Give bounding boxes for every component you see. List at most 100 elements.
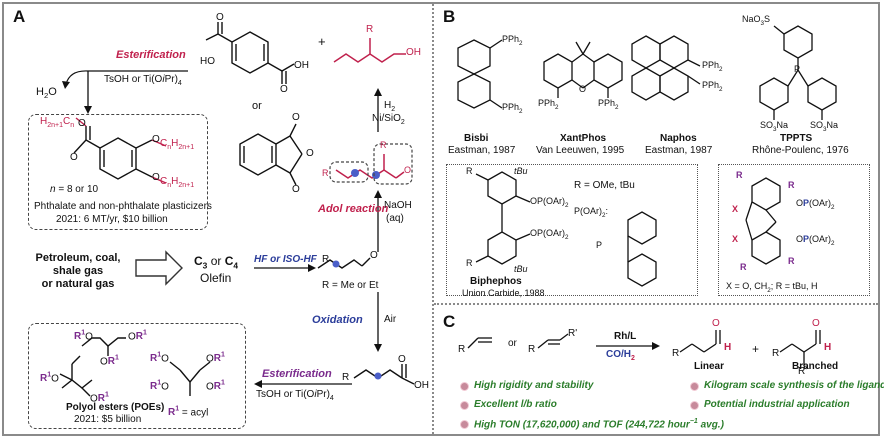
- branched-o: O: [812, 318, 820, 329]
- poe-r1-o-5: OR1: [90, 392, 109, 405]
- poe-market: 2021: $5 billion: [74, 414, 142, 425]
- biphephos-p-atom: P: [596, 240, 603, 250]
- aq-label: (aq): [386, 213, 404, 224]
- plasticizer-title: Phthalate and non-phthalate plasticizers: [34, 201, 212, 212]
- bullet-rigidity: High rigidity and stability: [474, 380, 594, 391]
- aldol-r-left: R: [322, 168, 329, 178]
- substrate-r-2: R: [528, 344, 536, 355]
- naoh-label: NaOH: [384, 200, 412, 211]
- poe-r1-o-2: OR1: [128, 330, 147, 343]
- ligand-name-naphos: Naphos: [660, 133, 697, 144]
- spiro-x-bottom: X: [732, 234, 739, 244]
- bullet-kilogram: Kilogram scale synthesis of the ligand: [704, 380, 884, 391]
- esterification-bottom-label: Esterification: [262, 368, 332, 380]
- branched-h: H: [824, 342, 832, 353]
- bullet-dot-1: [460, 382, 469, 391]
- plus-label: +: [318, 34, 326, 49]
- poe-box: [28, 323, 246, 429]
- poe-r1-o-9: OR1: [206, 380, 225, 393]
- tppts-naso3: NaO3S: [742, 14, 771, 27]
- r-definition: R = Me or Et: [322, 280, 379, 291]
- spiro-ligand-box: [718, 164, 870, 296]
- ester-o-2: O: [70, 152, 78, 163]
- or-label-c: or: [508, 338, 517, 349]
- substrate-r-1: R: [458, 344, 466, 355]
- bisbi-pph2-top: PPh2: [502, 34, 523, 47]
- ligand-name-xantphos: XantPhos: [560, 133, 607, 144]
- bisbi-pph2-bottom: PPh2: [502, 102, 523, 115]
- biphephos-name: Biphephos: [470, 276, 522, 287]
- plasticizer-market: 2021: 6 MT/yr, $10 billion: [56, 214, 168, 225]
- bullet-dot-3: [460, 420, 469, 429]
- ligand-credit-tppts: Rhône-Poulenc, 1976: [752, 145, 849, 156]
- branched-r: R: [772, 348, 780, 359]
- spiro-p-top: OP(OAr)2: [796, 198, 835, 211]
- poe-r1-o-7: OR1: [206, 352, 225, 365]
- linear-o: O: [712, 318, 720, 329]
- anhydride-o-bottom: O: [292, 184, 300, 195]
- biphephos-p-top: OP(OAr)2: [530, 196, 569, 209]
- feedstock-line-3: or natural gas: [41, 278, 115, 290]
- bullet-industrial: Potential industrial application: [704, 399, 850, 410]
- ligand-name-bisbi: Bisbi: [464, 133, 489, 144]
- linear-r: R: [672, 348, 680, 359]
- poe-r1-o-6: R1O: [150, 352, 169, 365]
- tppts-so3na-left: SO3Na: [760, 120, 789, 133]
- acid-oh: OH: [414, 380, 429, 391]
- poe-title: Polyol esters (POEs): [66, 402, 165, 413]
- panel-divider-vertical: [432, 4, 434, 434]
- biphephos-poar-def: P(OAr)2:: [574, 206, 609, 219]
- ester-o-1: O: [78, 118, 86, 129]
- anhydride-o-label: O: [306, 148, 314, 159]
- poe-r1-o-4: R1O: [40, 372, 59, 385]
- xantphos-pph2-left: PPh2: [538, 98, 559, 111]
- panel-c-letter: C: [443, 312, 456, 331]
- catalyst-bottom-label: TsOH or Ti(OiPr)4: [256, 389, 334, 402]
- ester-chain-bottom: CnH2n+1: [160, 176, 195, 189]
- catalyst-top-label: TsOH or Ti(OiPr)4: [104, 74, 182, 87]
- spiro-r-bottom-left: R: [740, 262, 747, 272]
- co-h2-label: CO/H2: [606, 349, 635, 362]
- xantphos-pph2-right: PPh2: [598, 98, 619, 111]
- oh-right-label: OH: [294, 60, 309, 71]
- acid-r: R: [342, 372, 350, 383]
- ester-chain-top-label: H2n+1Cn: [40, 116, 75, 129]
- biphephos-r-definition: R = OMe, tBu: [574, 180, 635, 191]
- anhydride-o-top: O: [292, 112, 300, 123]
- ester-o-4: O: [152, 172, 160, 183]
- alcohol-oh-label: OH: [406, 47, 421, 58]
- or-label: or: [252, 100, 262, 112]
- ester-o-3: O: [152, 134, 160, 145]
- poe-r1-o-3: OR1: [100, 355, 119, 368]
- figure-frame: [2, 2, 880, 436]
- spiro-r-bottom-right: R: [788, 256, 795, 266]
- spiro-x-top: X: [732, 204, 739, 214]
- feedstock-line-2: shale gas: [52, 265, 104, 277]
- ligand-credit-bisbi: Eastman, 1987: [448, 145, 516, 156]
- biphephos-box: [446, 164, 698, 296]
- naphos-pph2-bottom: PPh2: [702, 80, 723, 93]
- air-label: Air: [384, 314, 397, 325]
- biphephos-tbu-bottom: tBu: [514, 264, 528, 274]
- olefin-c-label: C3 or C4: [194, 254, 239, 271]
- tppts-p: P: [794, 64, 801, 74]
- poe-r1-o-1: R1O: [74, 330, 93, 343]
- branched-label: Branched: [792, 361, 839, 372]
- oxidation-label: Oxidation: [312, 314, 363, 326]
- ligand-credit-naphos: Eastman, 1987: [645, 145, 713, 156]
- rh-l-label: Rh/L: [614, 331, 637, 342]
- feedstock-label: Petroleum, coal, shale gas or natural ga…: [28, 252, 128, 291]
- plasticizer-box: [28, 114, 208, 230]
- o-bottom-label: O: [280, 84, 288, 95]
- ester-chain-mid: CnH2n+1: [160, 138, 195, 151]
- panel-divider-horizontal: [434, 303, 878, 305]
- ligand-name-tppts: TPPTS: [780, 133, 813, 144]
- ligand-credit-xantphos: Van Leeuwen, 1995: [536, 145, 625, 156]
- spiro-x-definition: X = O, CH2; R = tBu, H: [726, 281, 818, 294]
- aldehyde-r: R: [322, 254, 330, 265]
- biphephos-p-bottom: OP(OAr)2: [530, 228, 569, 241]
- olefin-word: Olefin: [200, 271, 232, 285]
